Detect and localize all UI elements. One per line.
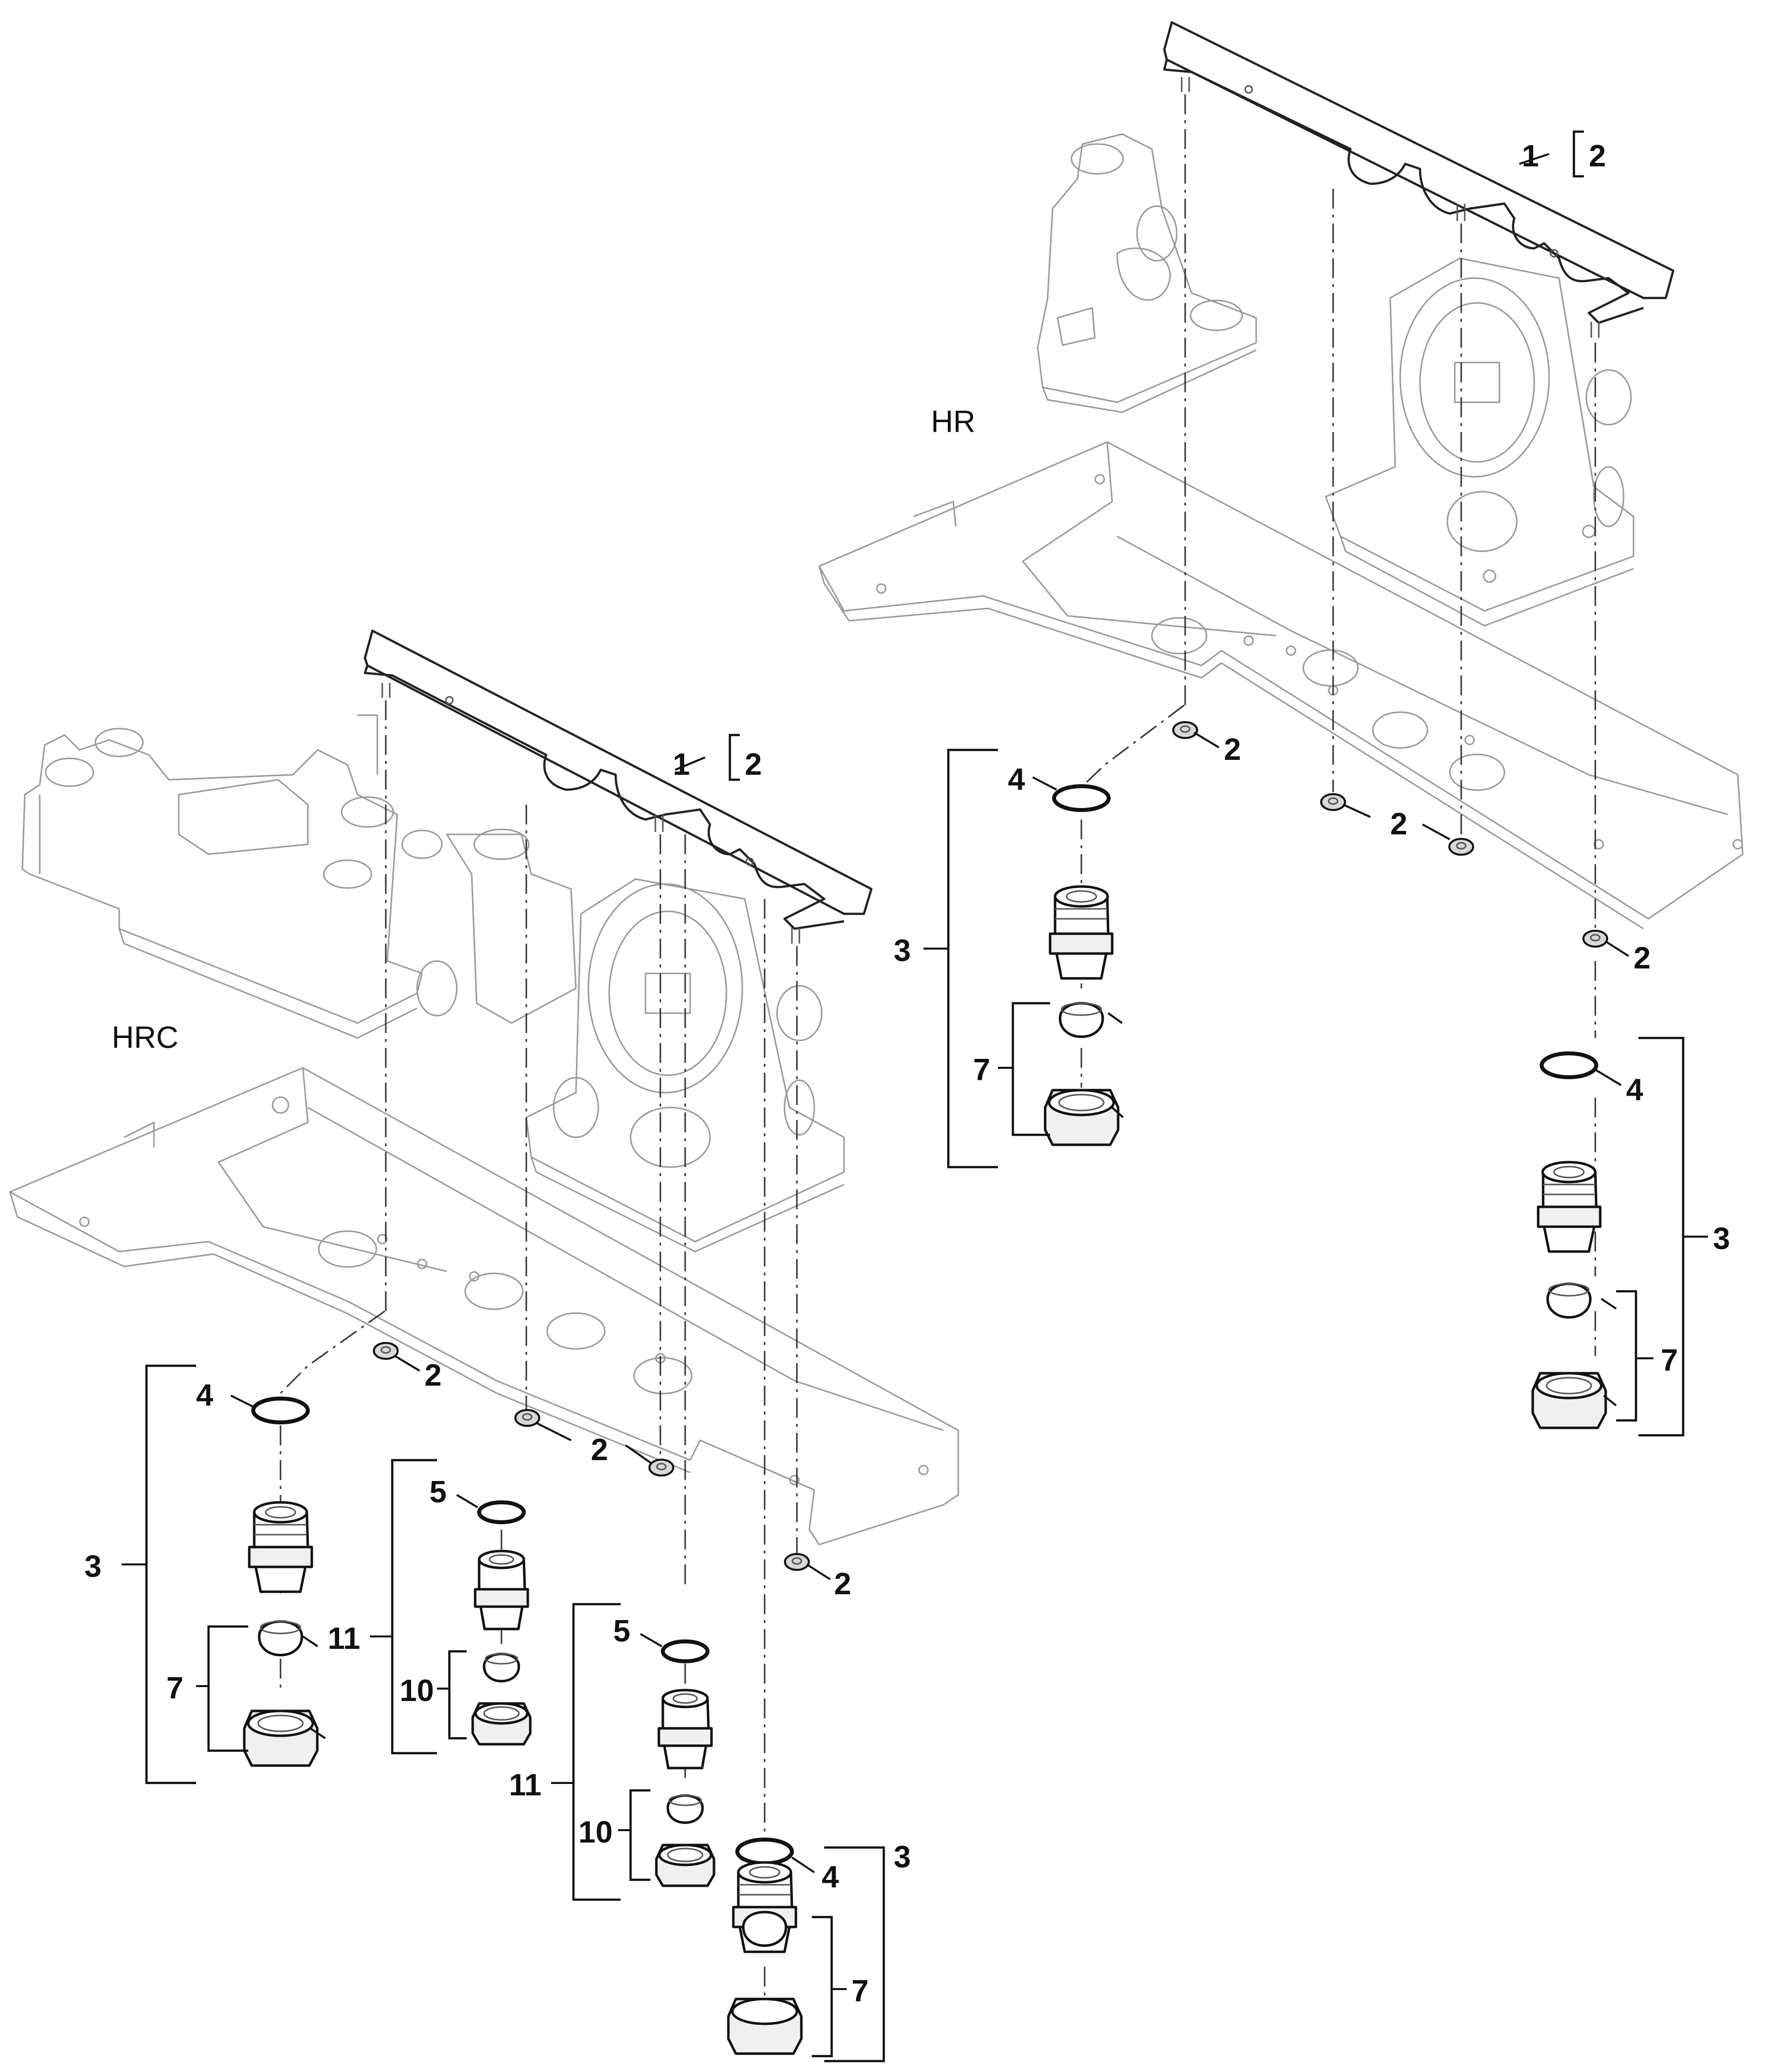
hrc-callout-4: 4 <box>822 1860 839 1894</box>
hr-callout-2: 2 <box>1634 941 1650 975</box>
o-ring <box>251 1397 310 1424</box>
hrc-fitting-stack-small-2 <box>655 1639 715 1887</box>
o-ring <box>1540 1051 1598 1079</box>
hr-fitting-stack-right <box>1531 1051 1607 1429</box>
hrc-alignment-lines <box>280 700 798 2001</box>
hrc-callout-1: 1 <box>673 747 690 782</box>
nut <box>1448 838 1474 856</box>
hrc-callout-5: 5 <box>429 1475 446 1509</box>
olive <box>1546 1282 1592 1319</box>
hr-callout-1-bracket-2: 2 <box>1589 139 1606 173</box>
threaded-fitting <box>248 1501 313 1593</box>
olive-small <box>666 1794 704 1824</box>
hrc-fitting-stack-right <box>727 1838 803 2055</box>
compression-nut <box>243 1709 319 1767</box>
hr-callout-3: 3 <box>1713 1222 1730 1256</box>
hr-callout-7: 7 <box>1661 1343 1678 1378</box>
hr-fitting-stack-left <box>1044 784 1120 1146</box>
hr-assembly: HR 1 2 2 2 2 4 4 3 3 7 7 <box>818 21 1744 1437</box>
hr-callout-4: 4 <box>1626 1073 1643 1107</box>
hrc-variant-label: HRC <box>112 1021 178 1055</box>
hr-variant-label: HR <box>931 405 976 439</box>
hr-callout-2: 2 <box>1390 807 1407 841</box>
hrc-callout-4: 4 <box>196 1378 213 1412</box>
threaded-fitting <box>1537 1161 1602 1253</box>
hrc-leaders <box>122 734 885 2063</box>
hrc-callout-7: 7 <box>166 1671 183 1705</box>
hrc-callout-10: 10 <box>578 1815 613 1850</box>
hr-callout-2: 2 <box>1224 733 1241 767</box>
threaded-fitting-small <box>657 1689 713 1770</box>
hrc-bracket-part-1 <box>363 629 873 944</box>
hrc-callout-2: 2 <box>834 1567 851 1601</box>
hrc-callout-1-bracket-2: 2 <box>745 747 762 782</box>
hr-pump-block <box>1325 257 1634 627</box>
nut <box>1320 793 1346 811</box>
nut <box>514 1409 540 1427</box>
hrc-assembly: HRC 1 2 2 2 2 4 4 5 5 3 3 7 11 10 11 10 … <box>9 629 959 2063</box>
hr-callout-4: 4 <box>1008 762 1025 797</box>
o-ring-small <box>477 1500 526 1524</box>
hrc-callout-11: 11 <box>509 1768 542 1802</box>
hr-leaders <box>924 130 1708 1437</box>
hrc-callout-3: 3 <box>84 1550 101 1584</box>
hrc-fitting-stack-left <box>243 1397 319 1767</box>
hr-bracket-part-1 <box>1163 21 1675 338</box>
hr-nuts-part-2 <box>1172 721 1608 948</box>
hrc-callout-2: 2 <box>425 1358 441 1393</box>
hrc-callout-7: 7 <box>852 1974 868 2008</box>
olive-small <box>483 1652 520 1683</box>
hrc-hydraulic-manifold <box>21 714 577 1039</box>
nut <box>784 1553 810 1571</box>
hrc-callout-10: 10 <box>400 1674 434 1708</box>
hrc-fitting-stack-small-1 <box>471 1500 532 1746</box>
o-ring-small <box>661 1639 710 1663</box>
nut <box>373 1342 399 1360</box>
hrc-callout-11: 11 <box>328 1622 360 1656</box>
hr-callout-7: 7 <box>973 1053 990 1087</box>
hrc-callout-2: 2 <box>591 1433 608 1467</box>
compression-nut <box>727 1998 803 2055</box>
nut <box>1172 721 1198 739</box>
hr-alignment-lines <box>1080 94 1596 1356</box>
o-ring <box>735 1838 794 1865</box>
hrc-base-tray <box>9 1067 959 1546</box>
olive <box>258 1620 303 1656</box>
compression-nut <box>1044 1089 1120 1146</box>
olive <box>1059 1002 1104 1038</box>
compression-nut <box>1531 1372 1607 1429</box>
hr-callout-3: 3 <box>894 934 911 968</box>
compression-nut-small <box>655 1844 715 1887</box>
threaded-fitting <box>1049 885 1114 980</box>
compression-nut-small <box>471 1702 532 1746</box>
hrc-callout-5: 5 <box>613 1614 630 1648</box>
hrc-pump-block <box>525 878 845 1253</box>
o-ring <box>1052 784 1111 812</box>
hr-callout-1: 1 <box>1522 139 1539 173</box>
hr-hydraulic-block <box>1037 133 1257 413</box>
nut <box>648 1459 674 1477</box>
olive <box>742 1911 787 1947</box>
nut <box>1582 930 1608 948</box>
hr-base-tray <box>818 441 1744 930</box>
hrc-callout-3: 3 <box>894 1840 911 1874</box>
hrc-nuts-part-2 <box>373 1342 810 1571</box>
threaded-fitting-small <box>474 1550 529 1630</box>
